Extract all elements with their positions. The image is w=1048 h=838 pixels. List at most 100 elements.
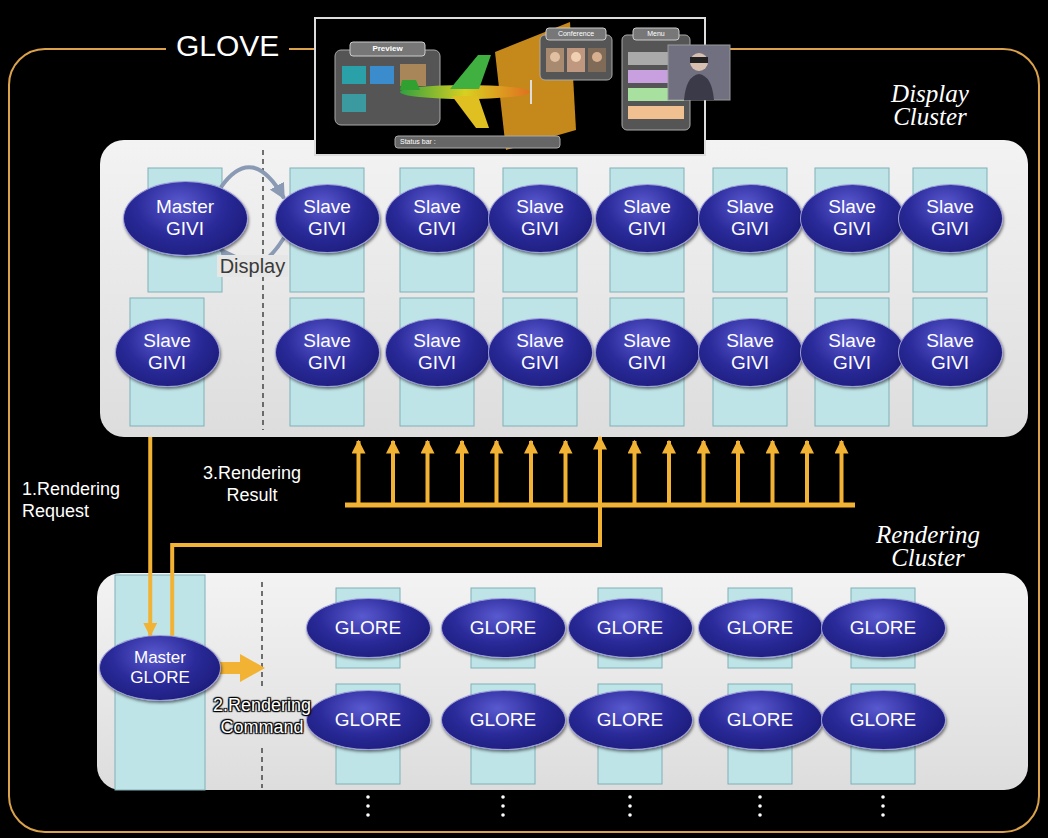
continuation-dots [881, 813, 885, 817]
node-label: Slave GIVI [143, 330, 191, 374]
screenshot [450, 55, 491, 89]
screenshot [690, 53, 708, 71]
node-ellipse: Slave GIVI [698, 184, 803, 253]
node-ellipse: Slave GIVI [698, 318, 803, 387]
cluster-ground [97, 573, 1028, 790]
node-label: GLORE [335, 709, 402, 731]
screenshot [452, 96, 489, 128]
node-ellipse: Slave GIVI [800, 184, 905, 253]
continuation-dots [628, 795, 632, 799]
continuation-dots [758, 813, 762, 817]
node-label: Slave GIVI [926, 196, 974, 240]
screenshot [668, 45, 730, 100]
result-bus [529, 441, 533, 505]
node-ellipse: GLORE [821, 690, 946, 750]
screenshot [530, 80, 532, 104]
result-bus [391, 441, 395, 505]
divider-line [261, 748, 263, 788]
node-ellipse: Slave GIVI [115, 318, 220, 387]
node-ellipse: GLORE [441, 690, 566, 750]
edge-label: Display [217, 255, 289, 277]
screenshot [571, 52, 581, 62]
cluster-panel: Rendering ClusterMaster GLOREGLOREGLOREG… [97, 573, 1028, 790]
node-ellipse: GLORE [306, 598, 431, 658]
result-bus [426, 441, 430, 505]
node-ellipse: Slave GIVI [488, 184, 593, 253]
node-label: GLORE [470, 617, 537, 639]
cluster-ground [100, 140, 1028, 437]
node-ellipse: GLORE [821, 598, 946, 658]
result-bus [357, 441, 361, 505]
node-ellipse: GLORE [698, 598, 823, 658]
node-ellipse: Slave GIVI [275, 318, 380, 387]
screenshot [628, 106, 684, 119]
result-bus [495, 441, 499, 505]
divider-line [262, 150, 263, 788]
cluster-ground [97, 140, 1028, 790]
node-ellipse: Master GIVI [123, 181, 248, 256]
node-label: Slave GIVI [413, 330, 461, 374]
continuation-dots [501, 795, 505, 799]
node-label: Slave GIVI [303, 330, 351, 374]
screenshot [342, 66, 366, 84]
node-ellipse: Slave GIVI [275, 184, 380, 253]
node-label: Master GIVI [156, 196, 214, 240]
divider-line [261, 582, 263, 688]
render-node-box [115, 575, 915, 790]
node-ellipse: Slave GIVI [488, 318, 593, 387]
screenshot [567, 48, 585, 72]
node-ellipse: GLORE [698, 690, 823, 750]
cluster-panel: Display ClusterMaster GIVISlave GIVISlav… [100, 140, 1028, 437]
result-bus [702, 441, 706, 505]
continuation-dots [758, 795, 762, 799]
node-label: GLORE [727, 617, 794, 639]
node-ellipse: Slave GIVI [385, 318, 490, 387]
screen-label: Status bar : [400, 137, 520, 147]
result-bus [805, 441, 809, 505]
connector [148, 437, 152, 635]
screen-label: Menu [633, 29, 679, 39]
node-label: Slave GIVI [726, 196, 774, 240]
node-ellipse: Slave GIVI [385, 184, 490, 253]
node-label: Master GLORE [130, 648, 190, 688]
result-bus [736, 441, 740, 505]
screenshot [546, 28, 606, 40]
screenshot [588, 48, 606, 72]
continuation-dots [366, 795, 885, 817]
system-frame: GLOVEDisplay ClusterMaster GIVISlave GIV… [8, 48, 1040, 833]
node-label: Slave GIVI [413, 196, 461, 240]
node-ellipse: Master GLORE [99, 635, 221, 701]
screenshot [400, 80, 420, 90]
node-ellipse: GLORE [441, 598, 566, 658]
screenshot [315, 18, 730, 155]
node-label: GLORE [470, 709, 537, 731]
node-ellipse: GLORE [568, 690, 693, 750]
node-ellipse: Slave GIVI [800, 318, 905, 387]
result-bus [771, 441, 775, 505]
screenshot [315, 18, 705, 155]
cluster-heading: Rendering Cluster [858, 523, 998, 569]
screen-label: Preview [350, 43, 425, 55]
node-ellipse: GLORE [568, 598, 693, 658]
edge-label: 1.Rendering Request [22, 478, 142, 522]
screenshot [540, 35, 612, 80]
node-label: Slave GIVI [516, 196, 564, 240]
node-label: Slave GIVI [828, 196, 876, 240]
screenshot [350, 42, 425, 56]
result-bus [633, 441, 637, 505]
edge-label: 3.Rendering Result [196, 462, 308, 506]
screenshot [684, 74, 714, 100]
system-title: GLOVE [166, 28, 289, 64]
result-bus [840, 441, 844, 505]
node-ellipse: Slave GIVI [898, 184, 1003, 253]
display-screen [130, 168, 987, 426]
screenshot [592, 52, 602, 62]
continuation-dots [366, 795, 370, 799]
node-label: Slave GIVI [828, 330, 876, 374]
node-ellipse: Slave GIVI [898, 318, 1003, 387]
continuation-dots [881, 804, 885, 808]
node-ellipse: Slave GIVI [595, 318, 700, 387]
result-bus [564, 441, 568, 505]
system-frame-outline [9, 49, 1039, 832]
